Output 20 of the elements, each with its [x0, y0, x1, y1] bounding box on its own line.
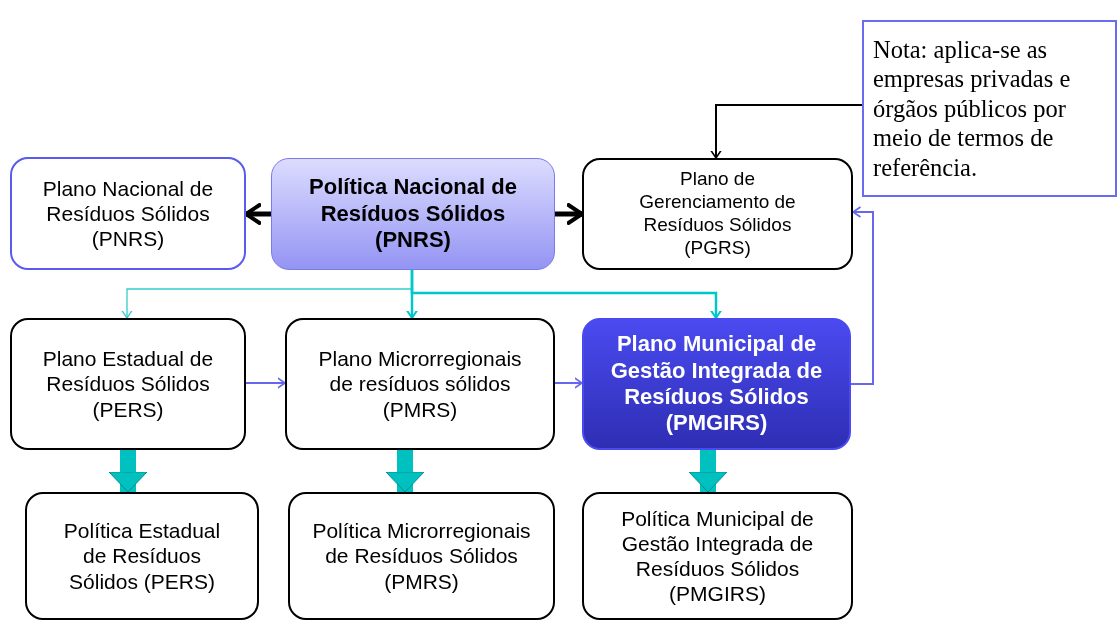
process-box: Plano de Gerenciamento de Resíduos Sólidos (PGRS) — [582, 158, 853, 270]
process-box: Plano Estadual de Resíduos Sólidos (PERS) — [10, 318, 246, 450]
arrow — [710, 104, 863, 159]
arrow — [245, 377, 286, 389]
main-policy-box: Política Nacional de Resíduos Sólidos (PNRS) — [271, 158, 555, 270]
process-box: Plano Microrregionais de resíduos sólidos (PMRS) — [285, 318, 555, 450]
arrow — [410, 270, 722, 319]
block-arrow — [385, 450, 425, 493]
block-arrow — [688, 450, 728, 493]
arrow — [554, 377, 583, 389]
arrow — [555, 202, 584, 226]
process-box: Plano Nacional de Resíduos Sólidos (PNRS) — [10, 157, 246, 270]
process-box: Política Estadual de Resíduos Sólidos (PERS) — [25, 492, 259, 620]
highlighted-plan-box: Plano Municipal de Gestão Integrada de Resíduos Sólidos (PMGIRS) — [582, 318, 851, 450]
arrow — [244, 202, 271, 226]
process-box: Política Microrregionais de Resíduos Sólidos (PMRS) — [288, 492, 555, 620]
block-arrow — [108, 450, 148, 493]
arrow — [850, 206, 874, 385]
process-box: Política Municipal de Gestão Integrada de Resíduos Sólidos (PMGIRS) — [582, 492, 853, 620]
note-box: Nota: aplica-se as empresas privadas e órgãos públicos por meio de termos de referência. — [862, 20, 1117, 197]
